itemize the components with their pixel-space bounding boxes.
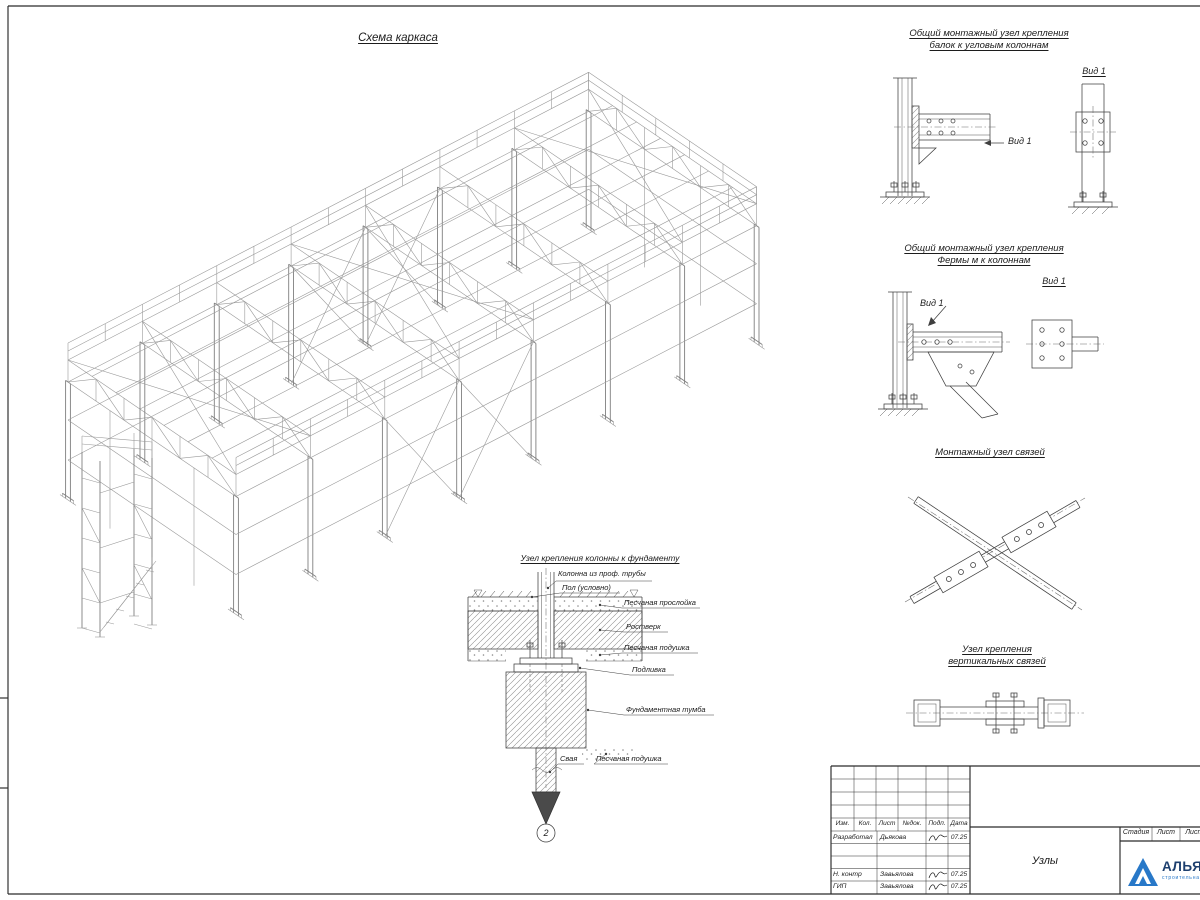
title-block	[830, 765, 1200, 894]
tb-row3-date: 07.25	[950, 883, 968, 890]
tb-sheets-header: Листов	[1185, 829, 1200, 836]
label-floor: Пол (условно)	[562, 583, 611, 592]
detail3-title: Монтажный узел связей	[935, 447, 1045, 458]
main-view-title: Схема каркаса	[358, 32, 438, 44]
tb-row3-role: ГИП	[833, 883, 847, 890]
detail-beam-connection-drawing	[880, 77, 1118, 215]
tb-row3-name: Завьялова	[880, 883, 914, 890]
detail4-title-line2: вертикальных связей	[948, 656, 1046, 667]
company-logo-icon	[1128, 858, 1158, 886]
detail1-title-line2: балок к угловым колоннам	[929, 40, 1049, 51]
label-pile: Свая	[560, 754, 578, 763]
company-name: АЛЬЯНС	[1162, 859, 1200, 874]
tb-row2-name: Завьялова	[880, 871, 914, 878]
tb-header-podp: Подп.	[928, 820, 946, 827]
tb-header-data: Дата	[950, 820, 968, 827]
detail2-view-ref: Вид 1	[920, 298, 944, 308]
label-grillage: Ростверк	[626, 622, 661, 631]
label-sand-layer: Песчаная прослойка	[624, 598, 696, 607]
detail1-title-line1: Общий монтажный узел крепления	[909, 28, 1069, 39]
signature-mark	[928, 883, 948, 891]
tb-row1-role: Разработал	[833, 834, 873, 841]
tb-row2-role: Н. контр	[833, 871, 862, 878]
signature-mark	[928, 871, 948, 879]
company-tagline: строительная компания	[1162, 875, 1200, 881]
sheet-frame	[0, 5, 1200, 895]
tb-stage-header: Стадия	[1122, 829, 1150, 836]
label-sand-cushion-top: Песчаная подушка	[624, 643, 690, 652]
tb-header-izm: Изм.	[835, 820, 850, 827]
label-grout: Подливка	[632, 665, 666, 674]
detail-vertical-brace-drawing	[906, 692, 1084, 734]
tb-header-list: Лист	[878, 820, 896, 827]
tb-sheet-header: Лист	[1156, 829, 1176, 836]
frame-scheme-isometric-drawing	[59, 72, 765, 638]
detail-marker-number: 2	[543, 828, 549, 838]
label-column: Колонна из проф. трубы	[558, 569, 646, 578]
label-sand-cushion-bottom: Песчаная подушка	[596, 754, 662, 763]
foundation-detail-drawing	[467, 568, 714, 843]
tb-header-ndok: №док.	[902, 820, 922, 827]
detail2-view-label: Вид 1	[1042, 276, 1066, 286]
tb-sheet-title: Узлы	[1031, 855, 1059, 867]
tb-row2-date: 07.25	[950, 871, 968, 878]
tb-header-kol: Кол.	[858, 820, 872, 827]
detail1-view-label: Вид 1	[1082, 66, 1106, 76]
label-pedestal: Фундаментная тумба	[626, 705, 706, 714]
tb-row1-name: Дьякова	[880, 834, 907, 841]
detail1-view-ref: Вид 1	[1008, 136, 1032, 146]
signature-mark	[928, 834, 948, 842]
detail-marker-circle	[536, 823, 556, 843]
tb-row1-date: 07.25	[950, 834, 968, 841]
detail4-title-line1: Узел крепления	[962, 644, 1032, 655]
detail2-title-line1: Общий монтажный узел крепления	[904, 243, 1064, 254]
foundation-title: Узел крепления колонны к фундаменту	[520, 553, 680, 563]
detail2-title-line2: Фермы м к колоннам	[937, 255, 1031, 266]
detail-truss-connection-drawing	[878, 291, 1104, 419]
detail-brace-node-drawing	[904, 496, 1086, 611]
